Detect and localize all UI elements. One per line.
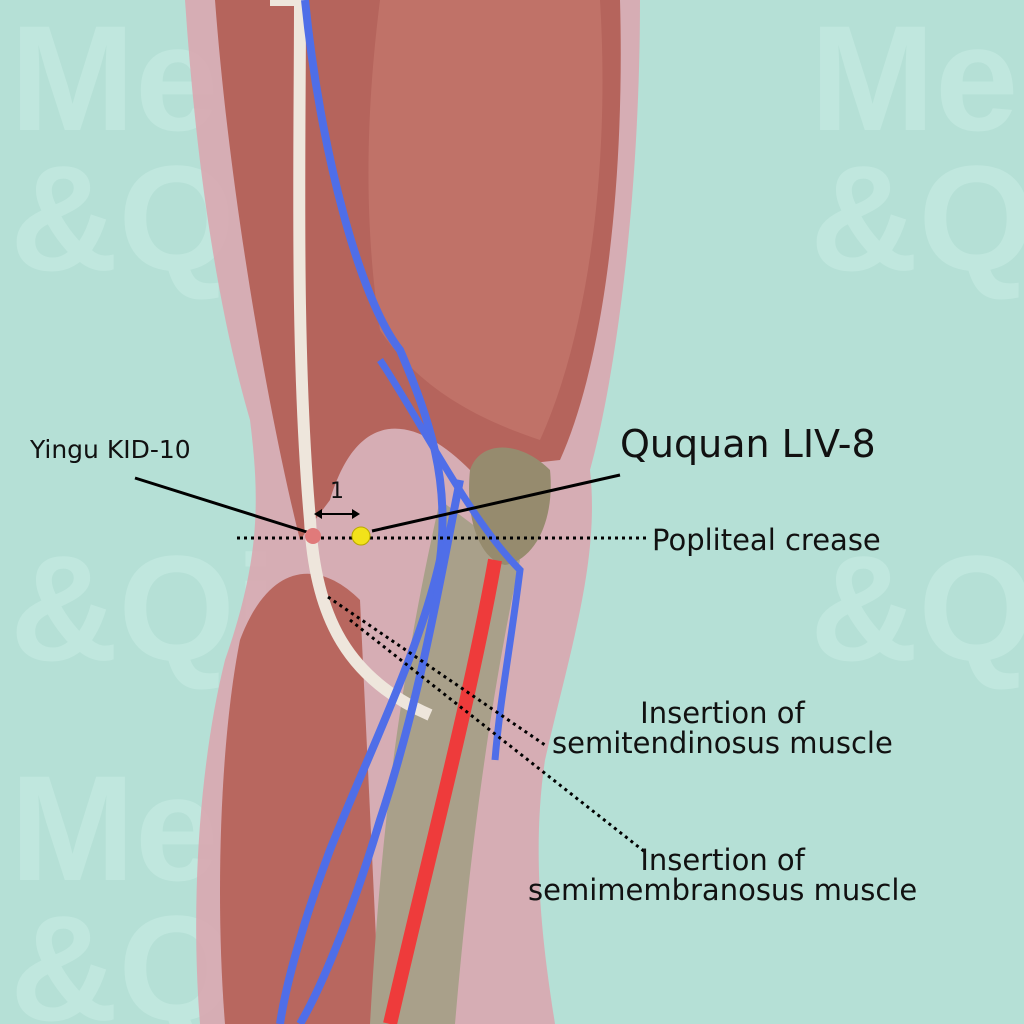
vein-great-saphenous xyxy=(276,0,447,1024)
svg-text:Me: Me xyxy=(810,0,1018,162)
ququan-pointer xyxy=(371,473,621,533)
ququan-point-marker[interactable] xyxy=(351,526,371,546)
semitendinosus-label-line2: semitendinosus muscle xyxy=(552,726,893,761)
semimembranosus-label: Insertion of semimembranosus muscle xyxy=(528,845,917,906)
calf-muscle xyxy=(220,573,380,1024)
semimembranosus-label-line1: Insertion of xyxy=(640,843,805,877)
semitendinosus-label-line1: Insertion of xyxy=(640,696,805,730)
svg-text:Me: Me xyxy=(10,744,218,912)
svg-text:Me: Me xyxy=(10,0,218,162)
artery xyxy=(383,558,502,1024)
popliteal-crease-label: Popliteal crease xyxy=(652,523,881,557)
semimembranosus-label-line2: semimembranosus muscle xyxy=(528,873,918,908)
ququan-label: Ququan LIV-8 xyxy=(620,422,876,466)
svg-text:&Qi: &Qi xyxy=(810,134,1024,302)
yingu-label: Yingu KID-10 xyxy=(30,435,191,464)
svg-text:&Qi: &Qi xyxy=(810,524,1024,692)
vastus-muscle xyxy=(368,0,603,440)
tendon xyxy=(270,0,433,721)
semitendinosus-pointer xyxy=(327,595,546,747)
yingu-pointer xyxy=(134,476,311,535)
semitendinosus-label: Insertion of semitendinosus muscle xyxy=(552,698,893,759)
measurement-label: 1 xyxy=(330,479,344,504)
vein-branch xyxy=(296,479,464,1024)
vein-popliteal xyxy=(377,358,524,761)
yingu-point-marker[interactable] xyxy=(305,528,321,544)
measurement-arrow xyxy=(314,509,360,519)
